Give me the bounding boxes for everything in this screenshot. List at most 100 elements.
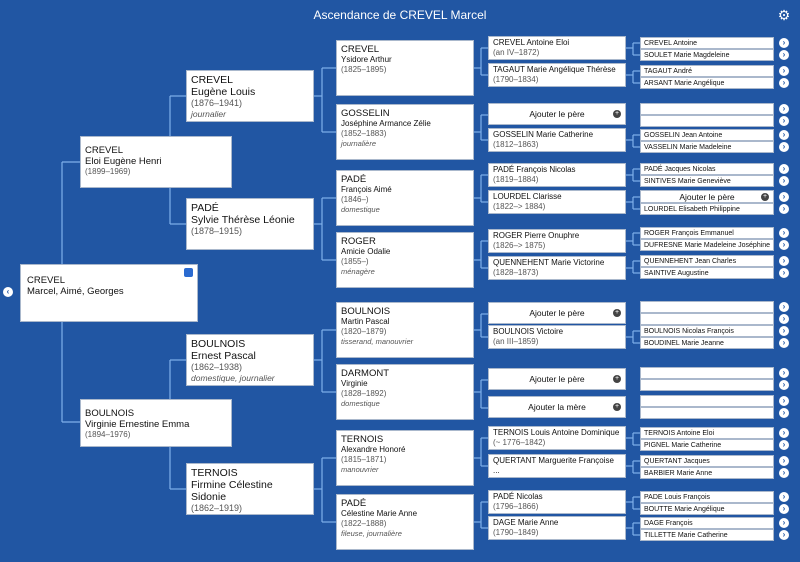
chevron-right-icon[interactable]: › xyxy=(779,530,789,540)
add-parent-button[interactable]: Ajouter le père+ xyxy=(488,368,626,390)
person-card-gen5[interactable]: SINTIVES Marie Geneviève xyxy=(640,175,774,187)
add-parent-button[interactable]: Ajouter le père+ xyxy=(488,302,626,324)
person-card-gen5[interactable]: SAINTIVE Augustine xyxy=(640,267,774,279)
chevron-right-icon[interactable]: › xyxy=(779,228,789,238)
chevron-right-icon[interactable]: › xyxy=(779,104,789,114)
chevron-right-icon[interactable]: › xyxy=(779,380,789,390)
person-card-gen4[interactable]: DAGE Marie Anne(1790–1849) xyxy=(488,516,626,540)
person-card-gen5[interactable] xyxy=(640,395,774,407)
add-parent-button[interactable]: Ajouter le père+ xyxy=(640,190,774,203)
person-card-gen5[interactable]: BOULNOIS Nicolas François xyxy=(640,325,774,337)
person-card-gen5[interactable]: CREVEL Antoine xyxy=(640,37,774,49)
person-card-gen5[interactable]: PIGNEL Marie Catherine xyxy=(640,439,774,451)
chevron-right-icon[interactable]: › xyxy=(779,204,789,214)
person-card-gen5[interactable]: VASSELIN Marie Madeleine xyxy=(640,141,774,153)
person-card-gen5[interactable]: TILLETTE Marie Catherine xyxy=(640,529,774,541)
chevron-right-icon[interactable]: › xyxy=(779,468,789,478)
chevron-right-icon[interactable]: › xyxy=(779,66,789,76)
person-card-gen5[interactable]: GOSSELIN Jean Antoine xyxy=(640,129,774,141)
chevron-right-icon[interactable]: › xyxy=(779,142,789,152)
person-card-gen4[interactable]: TAGAUT Marie Angélique Thérèse(1790–1834… xyxy=(488,63,626,87)
chevron-right-icon[interactable]: › xyxy=(779,326,789,336)
person-card-gen4[interactable]: PADÉ Nicolas(1796–1866) xyxy=(488,490,626,514)
add-parent-button[interactable]: Ajouter le père+ xyxy=(488,103,626,125)
person-card-gen4[interactable]: GOSSELIN Marie Catherine(1812–1863) xyxy=(488,128,626,152)
chevron-right-icon[interactable]: › xyxy=(779,78,789,88)
add-parent-button[interactable]: Ajouter la mère+ xyxy=(488,396,626,418)
person-card-gen5[interactable] xyxy=(640,367,774,379)
chevron-right-icon[interactable]: › xyxy=(779,492,789,502)
chevron-right-icon[interactable]: › xyxy=(779,130,789,140)
chevron-right-icon[interactable]: › xyxy=(779,428,789,438)
person-card-gen5[interactable]: PADÉ Jacques Nicolas xyxy=(640,163,774,175)
person-card-gen5[interactable]: LOURDEL Elisabeth Philippine xyxy=(640,203,774,215)
person-card-gen4[interactable]: BOULNOIS Victoire(an III–1859) xyxy=(488,325,626,349)
chevron-right-icon[interactable]: › xyxy=(779,50,789,60)
person-card-gen5[interactable]: QUERTANT Jacques xyxy=(640,455,774,467)
chevron-right-icon[interactable]: › xyxy=(779,456,789,466)
person-card-gen5[interactable] xyxy=(640,301,774,313)
person-card-gen5[interactable]: TAGAUT André xyxy=(640,65,774,77)
person-card-gen5[interactable]: BOUDINEL Marie Jeanne xyxy=(640,337,774,349)
person-card-gen5[interactable] xyxy=(640,313,774,325)
person-card-gen5[interactable]: SOULET Marie Magdeleine xyxy=(640,49,774,61)
person-card-gen4[interactable]: ROGER Pierre Onuphre(1826–> 1875) xyxy=(488,229,626,253)
person-card-gen4[interactable]: QUENNEHENT Marie Victorine(1828–1873) xyxy=(488,256,626,280)
person-card-gen5[interactable]: BARBIER Marie Anne xyxy=(640,467,774,479)
chevron-right-icon[interactable]: › xyxy=(779,518,789,528)
person-card-gen5[interactable]: DUFRESNE Marie Madeleine Joséphine xyxy=(640,239,774,251)
chevron-right-icon[interactable]: › xyxy=(779,164,789,174)
person-card-gen5[interactable]: BOUTTE Marie Angélique xyxy=(640,503,774,515)
person-card-gen5[interactable]: ARSANT Marie Angélique xyxy=(640,77,774,89)
person-card-gen5[interactable]: DAGE François xyxy=(640,517,774,529)
person-card-gen5[interactable]: PADE Louis François xyxy=(640,491,774,503)
person-card-gen4[interactable]: TERNOIS Louis Antoine Dominique(~ 1776–1… xyxy=(488,426,626,450)
chevron-left-icon[interactable]: ‹ xyxy=(3,287,13,297)
person-card-gen5[interactable]: ROGER François Emmanuel xyxy=(640,227,774,239)
chevron-right-icon[interactable]: › xyxy=(779,116,789,126)
person-dates: (1815–1871) xyxy=(341,455,387,464)
chevron-right-icon[interactable]: › xyxy=(779,256,789,266)
person-card-gen5[interactable]: TERNOIS Antoine Eloi xyxy=(640,427,774,439)
person-card-gen5[interactable] xyxy=(640,379,774,391)
chevron-right-icon[interactable]: › xyxy=(779,408,789,418)
chevron-right-icon[interactable]: › xyxy=(779,192,789,202)
chevron-right-icon[interactable]: › xyxy=(779,396,789,406)
chevron-right-icon[interactable]: › xyxy=(779,38,789,48)
person-card-gen5[interactable] xyxy=(640,103,774,115)
chevron-right-icon[interactable]: › xyxy=(779,504,789,514)
gear-icon[interactable]: ⚙ xyxy=(777,7,791,23)
person-dates: (1820–1879) xyxy=(341,327,387,336)
person-occupation: journalière xyxy=(191,514,309,515)
person-card-gen4[interactable]: CREVEL Antoine Eloi(an IV–1872) xyxy=(488,36,626,60)
chevron-right-icon[interactable]: › xyxy=(779,240,789,250)
chevron-right-icon[interactable]: › xyxy=(779,368,789,378)
person-card-gen5[interactable] xyxy=(640,407,774,419)
person-card-gen4[interactable]: LOURDEL Clarisse(1822–> 1884) xyxy=(488,190,626,214)
chevron-right-icon[interactable]: › xyxy=(779,338,789,348)
person-card-gen4[interactable]: QUERTANT Marguerite Françoise ...(1789–1… xyxy=(488,454,626,478)
chevron-right-icon[interactable]: › xyxy=(779,302,789,312)
person-card-gen4[interactable]: PADÉ François Nicolas(1819–1884) xyxy=(488,163,626,187)
chevron-right-icon[interactable]: › xyxy=(779,268,789,278)
chevron-right-icon[interactable]: › xyxy=(779,440,789,450)
chevron-right-icon[interactable]: › xyxy=(779,176,789,186)
chevron-right-icon[interactable]: › xyxy=(779,314,789,324)
person-card-gen5[interactable]: QUENNEHENT Jean Charles xyxy=(640,255,774,267)
person-card-gen5[interactable] xyxy=(640,115,774,127)
